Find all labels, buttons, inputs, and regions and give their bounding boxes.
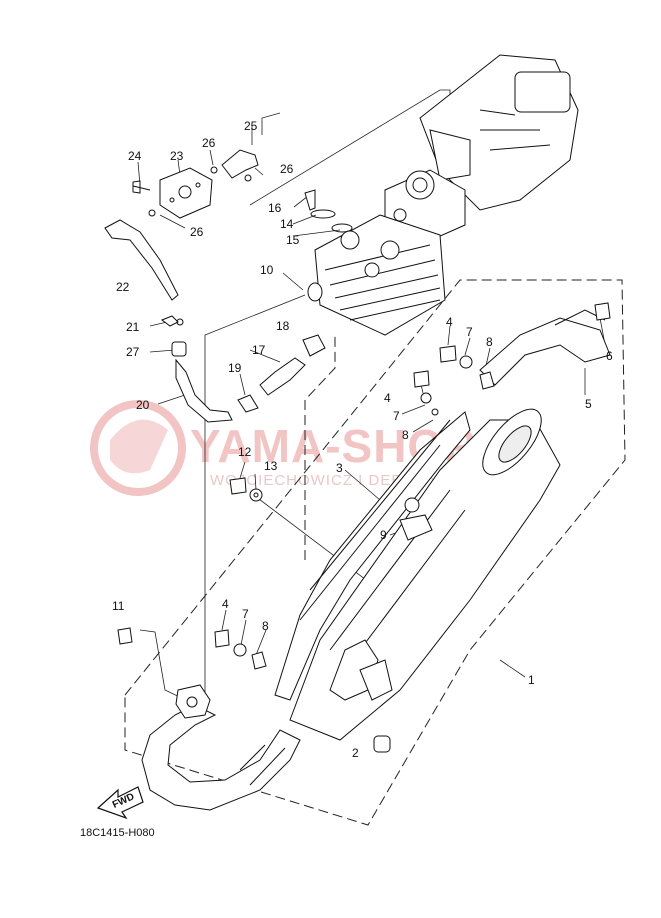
callout-7: 7 <box>242 607 249 621</box>
callout-16: 16 <box>268 201 282 215</box>
bolt-4a <box>439 345 457 363</box>
watermark-logo-icon <box>90 400 186 496</box>
callout-13: 13 <box>264 459 278 473</box>
cylinder-head <box>314 214 446 336</box>
callout-15: 15 <box>286 233 300 247</box>
bolt-24 <box>132 180 151 194</box>
engine-assembly <box>314 54 579 336</box>
pipe-20 <box>175 358 233 423</box>
gasket-10 <box>307 282 323 302</box>
fwd-arrow: FWD <box>96 786 144 820</box>
exhaust-header <box>141 704 301 811</box>
callout-12: 12 <box>238 445 252 459</box>
callout-4: 4 <box>222 597 229 611</box>
callout-4: 4 <box>384 391 391 405</box>
damper-2 <box>373 735 391 753</box>
grommet-27 <box>171 341 187 357</box>
bolt-12 <box>229 477 247 495</box>
clip-26c <box>148 209 156 217</box>
collar-7b <box>420 392 432 404</box>
callout-1: 1 <box>528 673 535 687</box>
callout-17: 17 <box>252 343 266 357</box>
collar-8a <box>479 371 495 390</box>
callout-27: 27 <box>126 345 140 359</box>
clamp-19 <box>237 394 259 413</box>
bolt-11 <box>117 627 133 645</box>
collar-8c <box>251 651 267 670</box>
bolt-16 <box>304 189 316 211</box>
collar-7a <box>459 355 473 369</box>
callout-labels: 1 2 3 4 4 4 5 6 7 7 7 8 8 8 9 10 11 12 1… <box>112 119 613 760</box>
hose-group-17-19 <box>237 334 326 413</box>
hose-25 <box>221 149 259 179</box>
callout-19: 19 <box>228 361 242 375</box>
hose-22 <box>104 219 179 301</box>
callout-8: 8 <box>402 428 409 442</box>
clamp-9 <box>399 514 433 541</box>
callout-21: 21 <box>126 320 140 334</box>
callout-7: 7 <box>393 409 400 423</box>
gasket-15 <box>331 223 353 233</box>
bolt-6 <box>594 302 611 321</box>
callout-9: 9 <box>380 528 387 542</box>
callout-14: 14 <box>280 217 294 231</box>
clip-26b <box>244 174 252 182</box>
callout-26: 26 <box>190 225 204 239</box>
callout-8: 8 <box>486 335 493 349</box>
muffler-assembly <box>141 309 611 811</box>
diagram-code: 18C1415-H080 <box>80 827 155 839</box>
callout-24: 24 <box>128 149 142 163</box>
callout-8: 8 <box>262 619 269 633</box>
clamp-18 <box>302 334 326 357</box>
callout-22: 22 <box>116 280 130 294</box>
callout-2: 2 <box>352 746 359 760</box>
callout-10: 10 <box>260 263 274 277</box>
callout-11: 11 <box>112 599 125 613</box>
callout-26: 26 <box>202 136 216 150</box>
washer-14 <box>310 209 336 219</box>
collar-8b <box>431 408 439 416</box>
gaskets <box>304 189 353 302</box>
bolt-4b <box>413 370 430 388</box>
callout-3: 3 <box>336 461 343 475</box>
hose-17 <box>259 357 306 396</box>
callout-23: 23 <box>170 149 184 163</box>
clip-26a <box>210 166 218 174</box>
callout-5: 5 <box>585 397 592 411</box>
callout-18: 18 <box>276 319 290 333</box>
collar-7c <box>233 643 247 657</box>
callout-26: 26 <box>280 162 294 176</box>
pipe-bracket-frame <box>304 336 336 560</box>
callout-7: 7 <box>466 325 473 339</box>
callout-4: 4 <box>446 315 453 329</box>
fwd-arrow-icon <box>96 786 144 820</box>
air-injection-parts <box>104 149 259 423</box>
callout-25: 25 <box>244 119 258 133</box>
bolt-4c <box>214 629 230 648</box>
callout-20: 20 <box>136 398 150 412</box>
hardware <box>117 302 611 670</box>
callout-6: 6 <box>606 349 613 363</box>
bracket-5 <box>479 317 611 386</box>
clip-21 <box>160 315 179 327</box>
